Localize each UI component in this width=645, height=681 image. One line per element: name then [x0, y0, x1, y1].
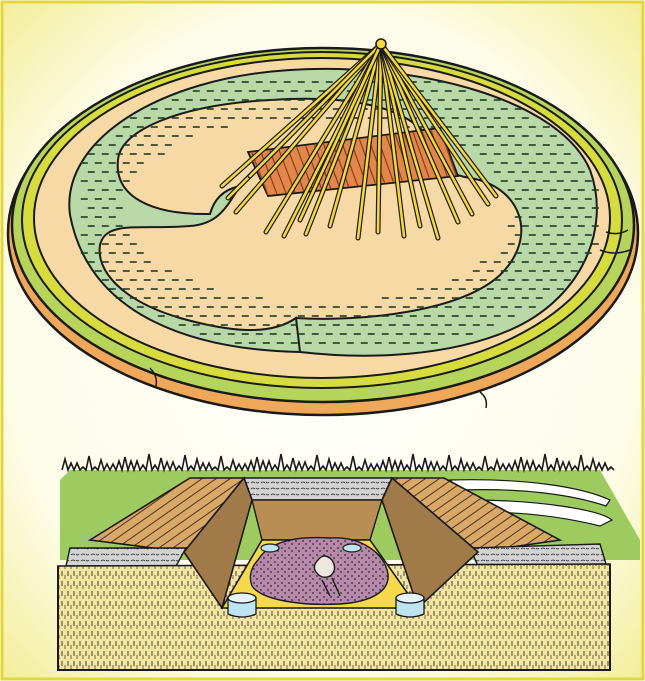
vessel-back-right [343, 544, 361, 552]
vessel-front-right [396, 593, 424, 617]
vessel-back-left [261, 544, 279, 552]
pit-wall-back [252, 500, 382, 540]
stone-lid-back [244, 478, 392, 500]
vessel-front-left [228, 593, 256, 617]
ray-apex [376, 39, 386, 49]
burial-pit-cutaway [58, 454, 640, 670]
